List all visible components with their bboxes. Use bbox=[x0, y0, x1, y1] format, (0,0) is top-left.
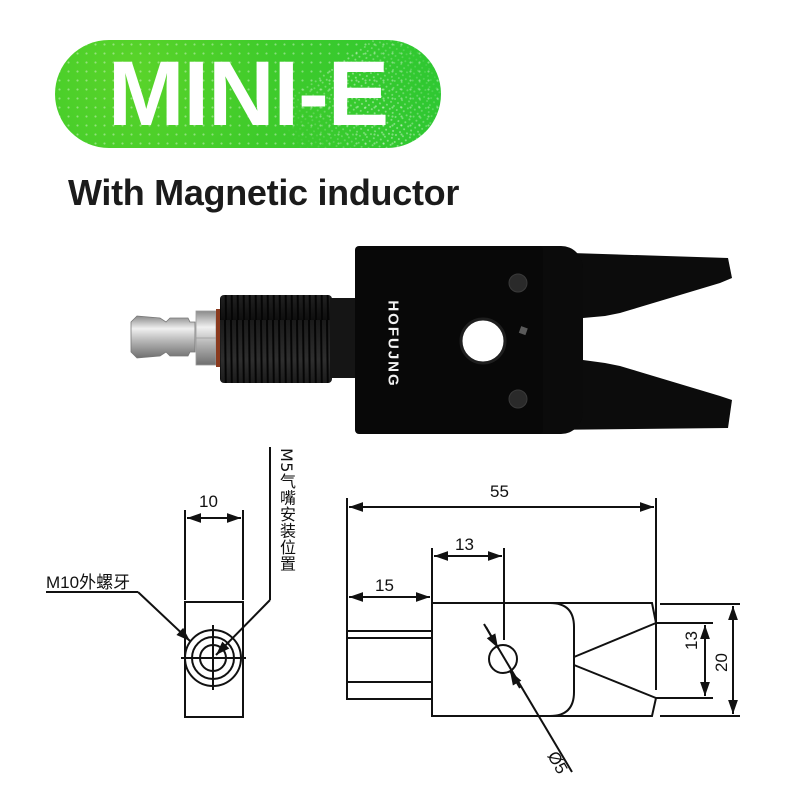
nozzle-position-callout: M5气嘴安装位置 bbox=[277, 448, 296, 572]
side-view bbox=[46, 447, 271, 718]
badge-dot-pattern bbox=[55, 40, 441, 148]
hole-offset-dimension: 13 bbox=[455, 535, 474, 554]
jaw-opening-dimension: 13 bbox=[682, 631, 701, 650]
body-height-dimension: 20 bbox=[712, 653, 731, 672]
thread-callout: M10外螺牙 bbox=[46, 573, 131, 592]
gripper-body bbox=[355, 246, 732, 434]
product-subtitle: With Magnetic inductor bbox=[68, 172, 460, 213]
overall-length-dimension: 55 bbox=[490, 482, 509, 501]
threaded-shank bbox=[220, 295, 355, 383]
side-width-dimension: 10 bbox=[199, 492, 218, 511]
product-title: MINI-E bbox=[107, 43, 389, 145]
top-view bbox=[346, 498, 740, 773]
thread-length-dimension: 15 bbox=[375, 576, 394, 595]
air-fitting bbox=[130, 309, 220, 367]
product-title-badge: MINI-E bbox=[55, 40, 441, 148]
